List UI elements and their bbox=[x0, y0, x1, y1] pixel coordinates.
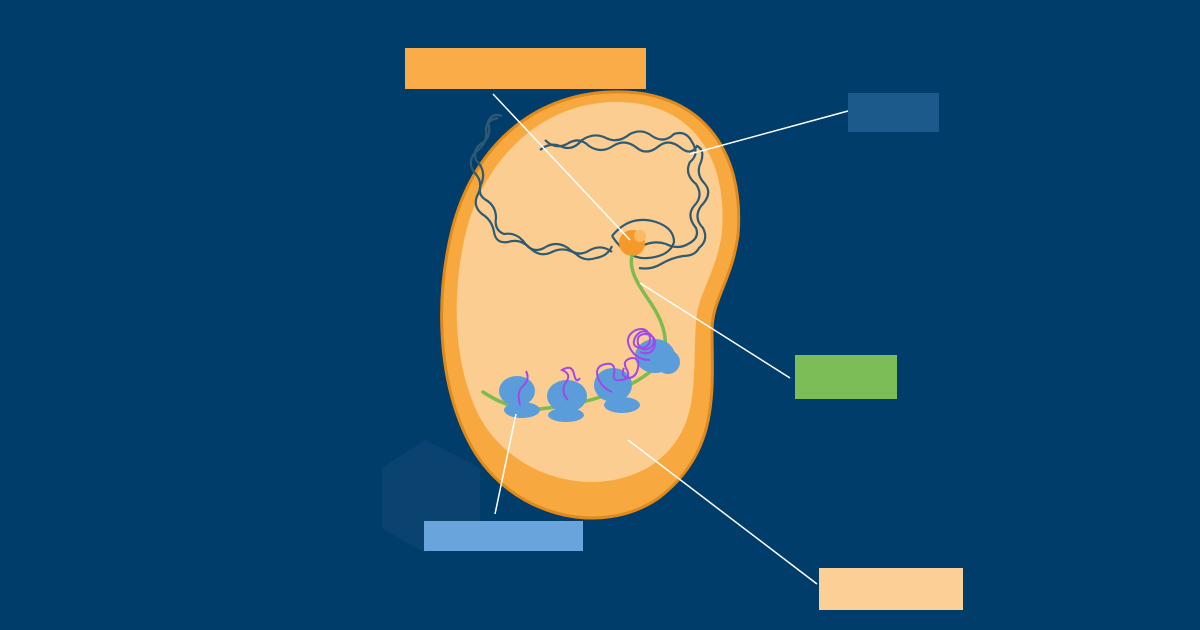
rna-polymerase bbox=[619, 230, 646, 256]
leader-line-mrna bbox=[639, 282, 791, 379]
leader-line-cytoplasm bbox=[627, 439, 818, 585]
ribosome-3 bbox=[594, 368, 640, 413]
dna-strand-b bbox=[473, 113, 710, 270]
ribosome-2 bbox=[547, 380, 587, 422]
label-box-mrna bbox=[795, 355, 897, 399]
leader-line-rna-polymerase bbox=[492, 93, 631, 241]
polypeptide-3 bbox=[596, 356, 640, 393]
label-box-ribosome bbox=[424, 521, 583, 551]
polypeptide-chains bbox=[517, 328, 656, 406]
leader-line-ribosome bbox=[494, 413, 517, 515]
leader-lines bbox=[492, 93, 849, 585]
polypeptide-1 bbox=[517, 370, 529, 406]
label-box-cytoplasm bbox=[819, 568, 963, 610]
dna-bubble bbox=[611, 218, 676, 260]
label-box-dna bbox=[848, 93, 939, 132]
leader-line-dna bbox=[689, 110, 849, 155]
label-box-rna-polymerase bbox=[405, 48, 646, 89]
polypeptide-4 bbox=[627, 328, 656, 361]
polypeptide-2 bbox=[559, 366, 581, 401]
